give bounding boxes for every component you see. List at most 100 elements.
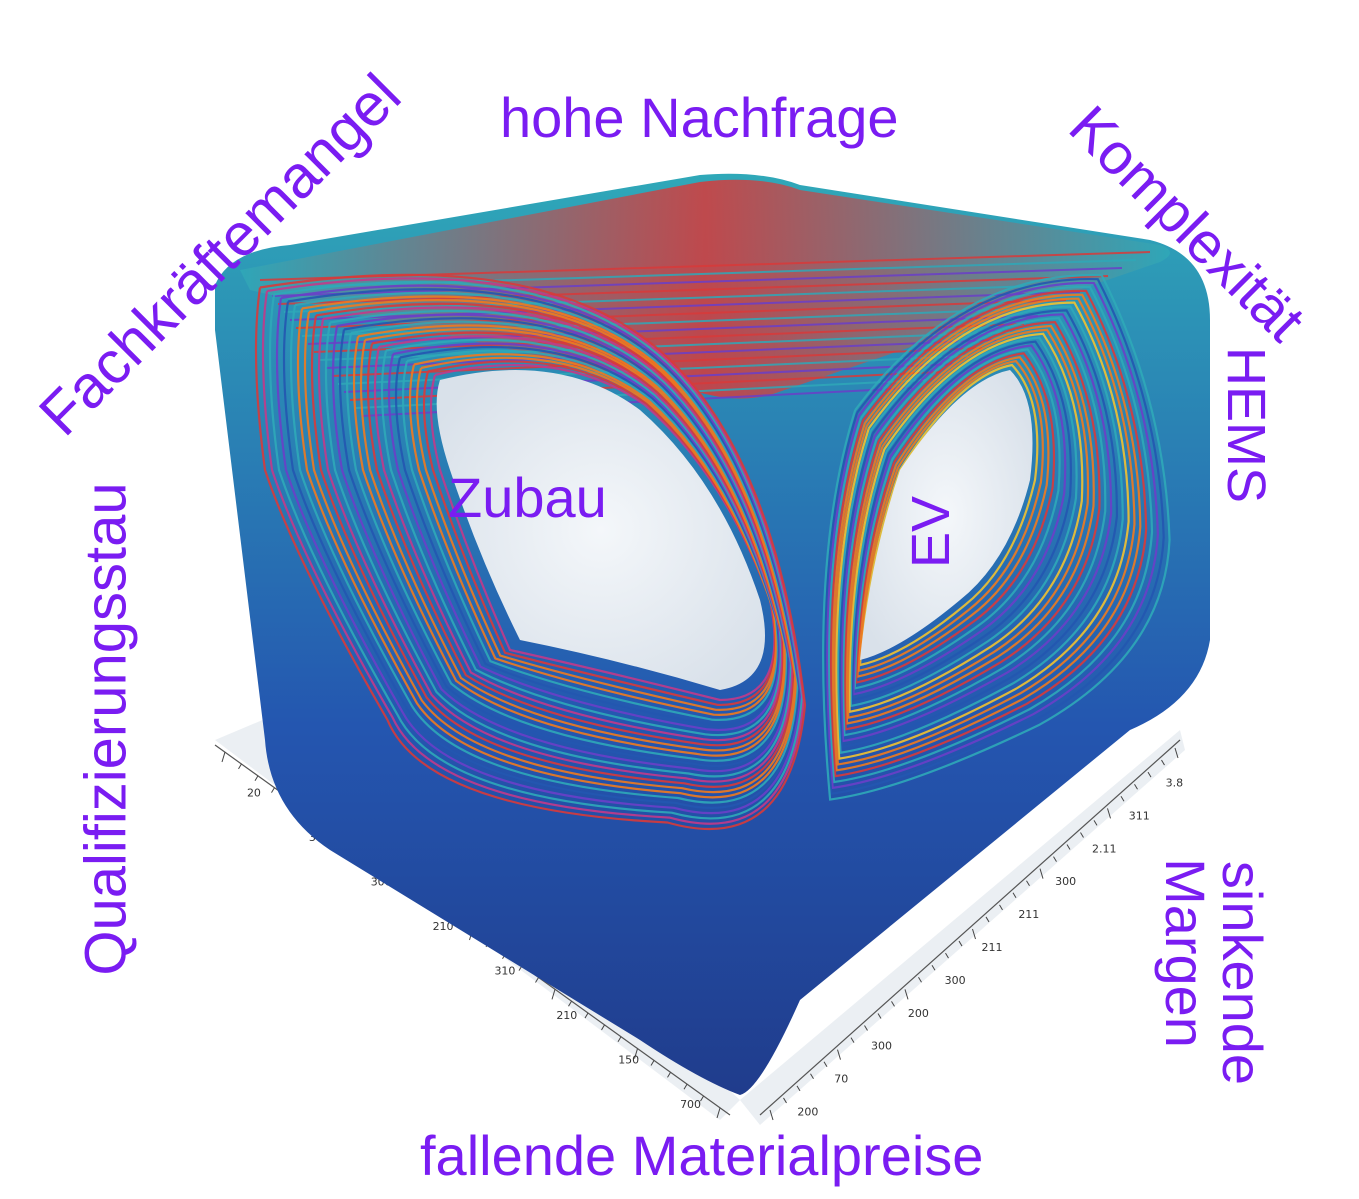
left-loop-line [380, 338, 782, 737]
left-loop-line [352, 324, 787, 757]
left-face-loops [254, 273, 807, 831]
left-loop-line [408, 353, 778, 716]
scale-tick [568, 1000, 572, 1007]
left-loop-line [261, 277, 805, 825]
scale-tick-label: 211 [1018, 908, 1039, 921]
top-lattice-line [271, 267, 1123, 297]
left-loop-line [422, 360, 777, 707]
left-loop-line [331, 313, 791, 773]
right-face-loops [822, 274, 1171, 801]
right-hole [860, 370, 1033, 660]
scale-tick [1147, 771, 1152, 778]
left-loop-line [429, 363, 776, 702]
right-loop-line [827, 285, 1154, 784]
scale-tick [985, 916, 990, 923]
scale-tick [823, 1061, 828, 1067]
right-loop-line [825, 281, 1159, 790]
label-fallende-materialpreise: fallende Materialpreise [420, 1124, 984, 1187]
left-loop-line [296, 295, 798, 799]
scale-tick [271, 787, 275, 793]
right-loop-line [840, 313, 1113, 743]
right-loop-line [835, 301, 1130, 760]
scale-tick [650, 1060, 655, 1066]
left-loop-line [303, 299, 797, 794]
label-hems: HEMS [1216, 346, 1277, 504]
scale-tick [783, 1097, 787, 1104]
scale-tick [238, 763, 242, 770]
right-loop-line [846, 328, 1090, 719]
scale-tick [1066, 844, 1071, 850]
right-loop-line [843, 320, 1101, 731]
right-loop-line [833, 297, 1136, 766]
scale-tick [1039, 868, 1044, 879]
left-loop-line [324, 309, 793, 778]
scale-tick [769, 1109, 774, 1121]
scale-tick [877, 1013, 882, 1019]
scale-tick [1161, 759, 1165, 766]
left-loop-line [373, 335, 784, 742]
scale-tick-label: 210 [556, 1009, 577, 1022]
left-loop-line [275, 284, 802, 815]
scale-tick [1026, 880, 1030, 886]
scale-tick [837, 1049, 841, 1060]
scale-tick [945, 952, 949, 959]
scale-tick-label: 210 [433, 920, 454, 933]
left-loop-line [310, 302, 795, 788]
left-loop-line [394, 345, 780, 726]
right-loop-line [836, 305, 1124, 755]
scale-tick [535, 977, 539, 983]
scale-tick [1107, 808, 1111, 819]
scale-tick [1012, 892, 1017, 899]
scale-tick-label: 200 [908, 1007, 929, 1020]
left-loop-line [254, 273, 807, 831]
scale-tick [716, 1107, 721, 1119]
left-loop-line [415, 356, 778, 711]
scale-tick [999, 904, 1003, 911]
left-loop-line [387, 342, 781, 732]
scale-tick [1053, 856, 1057, 862]
scale-tick [1174, 747, 1179, 759]
left-loop-line [345, 320, 788, 762]
scale-tick [864, 1025, 868, 1031]
right-loop-line [838, 309, 1119, 749]
scale-tick [931, 964, 936, 971]
scale-tick [683, 1084, 688, 1090]
left-loop-line [282, 288, 801, 809]
right-loop-line [851, 340, 1072, 702]
scale-tick-label: 200 [797, 1106, 818, 1119]
scale-tick [1134, 783, 1138, 790]
right-loop-line [852, 344, 1067, 696]
scale-tick-label: 20 [247, 786, 261, 799]
scale-tick [972, 928, 976, 940]
scale-tick [904, 989, 909, 1000]
scale-tick [634, 1048, 638, 1059]
label-margen: Margen [1153, 858, 1217, 1048]
label-sinkende: sinkende [1211, 860, 1275, 1086]
scale-tick [891, 1001, 895, 1007]
scale-tick-label: 300 [871, 1040, 892, 1053]
left-loop-line [401, 349, 779, 721]
scale-tick-label: 311 [1129, 809, 1150, 822]
left-loop-line [317, 306, 794, 783]
scale-tick [601, 1024, 605, 1031]
scale-tick-label: 211 [982, 941, 1003, 954]
scale-tick [918, 977, 922, 983]
scale-tick [796, 1085, 801, 1092]
top-lattice-line [265, 259, 1137, 289]
scale-tick [850, 1037, 855, 1043]
scale-tick [958, 940, 963, 947]
scale-tick-label: 70 [834, 1073, 848, 1086]
scale-tick [617, 1036, 622, 1043]
label-zubau: Zubau [448, 466, 607, 529]
scale-tick [1093, 820, 1098, 826]
right-loop-line [829, 289, 1148, 778]
scale-tick-label: 3.8 [1166, 776, 1184, 789]
left-loop-line [268, 280, 804, 820]
scale-tick [667, 1072, 671, 1078]
scale-tick-label: 150 [618, 1053, 639, 1066]
left-loop-line [366, 331, 785, 747]
scale-tick-label: 700 [680, 1098, 701, 1111]
right-loop-line [849, 336, 1078, 708]
